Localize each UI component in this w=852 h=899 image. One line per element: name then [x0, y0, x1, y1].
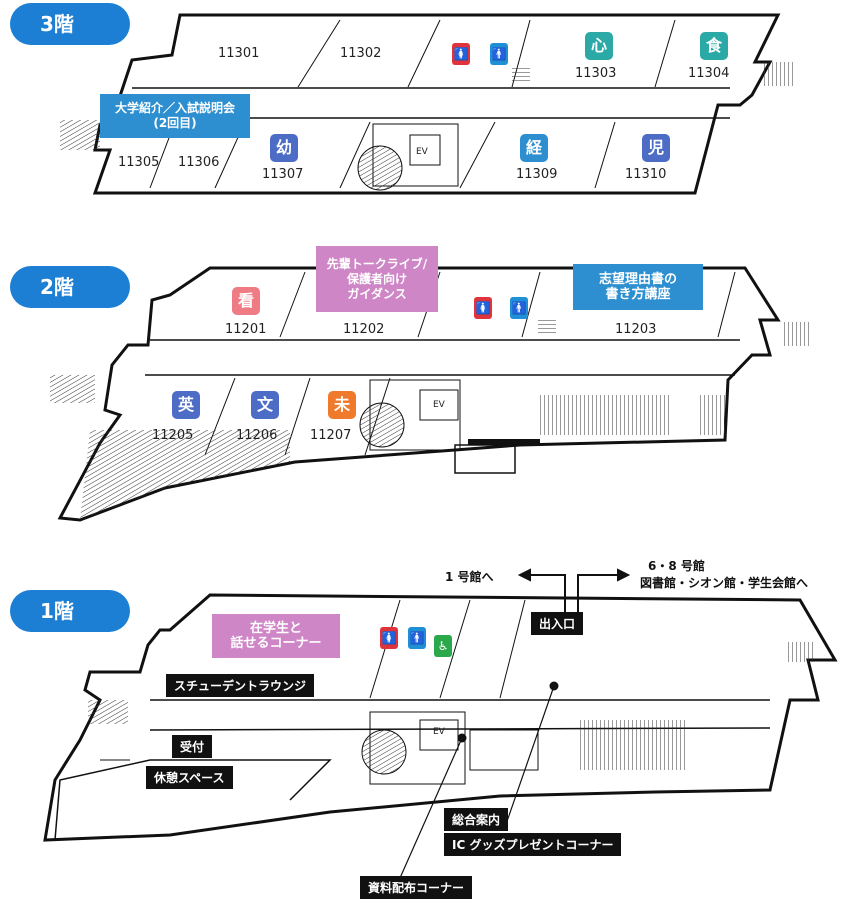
to-library-label: 図書館・シオン館・学生会館へ [640, 576, 809, 590]
room-11301: 11301 [218, 46, 260, 61]
dept-ji-icon: 児 [642, 134, 670, 162]
general-info-label: 総合案内 [444, 808, 509, 831]
dept-shin-icon: 心 [585, 32, 613, 60]
floor-3-badge: 3階 [10, 3, 130, 45]
room-11203: 11203 [615, 322, 657, 337]
room-11305: 11305 [118, 155, 160, 170]
male-restroom-icon: 🚹 [490, 43, 508, 65]
student-lounge-label: スチューデントラウンジ [166, 674, 315, 697]
elevator-label: EV [433, 400, 445, 410]
dept-shoku-icon: 食 [700, 32, 728, 60]
elevator-label: EV [416, 147, 428, 157]
dept-you-icon: 幼 [270, 134, 298, 162]
dept-bun-icon: 文 [251, 391, 279, 419]
male-restroom-icon: 🚹 [408, 627, 426, 649]
room-11310: 11310 [625, 167, 667, 182]
room-11307: 11307 [262, 167, 304, 182]
dept-kan-icon: 看 [232, 287, 260, 315]
rest-space-label: 休憩スペース [146, 766, 233, 789]
room-11309: 11309 [516, 167, 558, 182]
floor-2-plan [50, 266, 812, 522]
senpai-talk-note: 先輩トークライブ/ 保護者向け ガイダンス [316, 246, 438, 312]
essay-workshop-note: 志望理由書の 書き方講座 [573, 264, 703, 310]
room-11202: 11202 [343, 322, 385, 337]
room-11205: 11205 [152, 428, 194, 443]
reception-label: 受付 [172, 735, 213, 758]
ic-goods-label: IC グッズプレゼントコーナー [444, 833, 622, 856]
exit-arrows [517, 568, 631, 612]
floor-1-plan [43, 593, 838, 879]
dept-mi-icon: 未 [328, 391, 356, 419]
room-11207: 11207 [310, 428, 352, 443]
room-11206: 11206 [236, 428, 278, 443]
floor-1-badge: 1階 [10, 590, 130, 632]
dept-ei-icon: 英 [172, 391, 200, 419]
room-11306: 11306 [178, 155, 220, 170]
accessible-restroom-icon: ♿ [434, 635, 452, 657]
elevator-label: EV [433, 727, 445, 737]
room-11302: 11302 [340, 46, 382, 61]
room-11201: 11201 [225, 322, 267, 337]
female-restroom-icon: 🚺 [380, 627, 398, 649]
room-11304: 11304 [688, 66, 730, 81]
intro-session-note: 大学紹介／入試説明会 (2回目) [100, 94, 250, 138]
to-building-6-8-label: 6・8 号館 [648, 559, 705, 573]
dept-kei-icon: 経 [520, 134, 548, 162]
room-11303: 11303 [575, 66, 617, 81]
floor-3-plan [60, 13, 794, 195]
brochure-corner-label: 資料配布コーナー [360, 876, 473, 899]
female-restroom-icon: 🚺 [474, 297, 492, 319]
entrance-label: 出入口 [531, 612, 584, 635]
student-talk-corner-note: 在学生と 話せるコーナー [212, 614, 340, 658]
to-building-1-label: 1 号館へ [445, 570, 494, 584]
male-restroom-icon: 🚹 [510, 297, 528, 319]
floor-2-badge: 2階 [10, 266, 130, 308]
female-restroom-icon: 🚺 [452, 43, 470, 65]
